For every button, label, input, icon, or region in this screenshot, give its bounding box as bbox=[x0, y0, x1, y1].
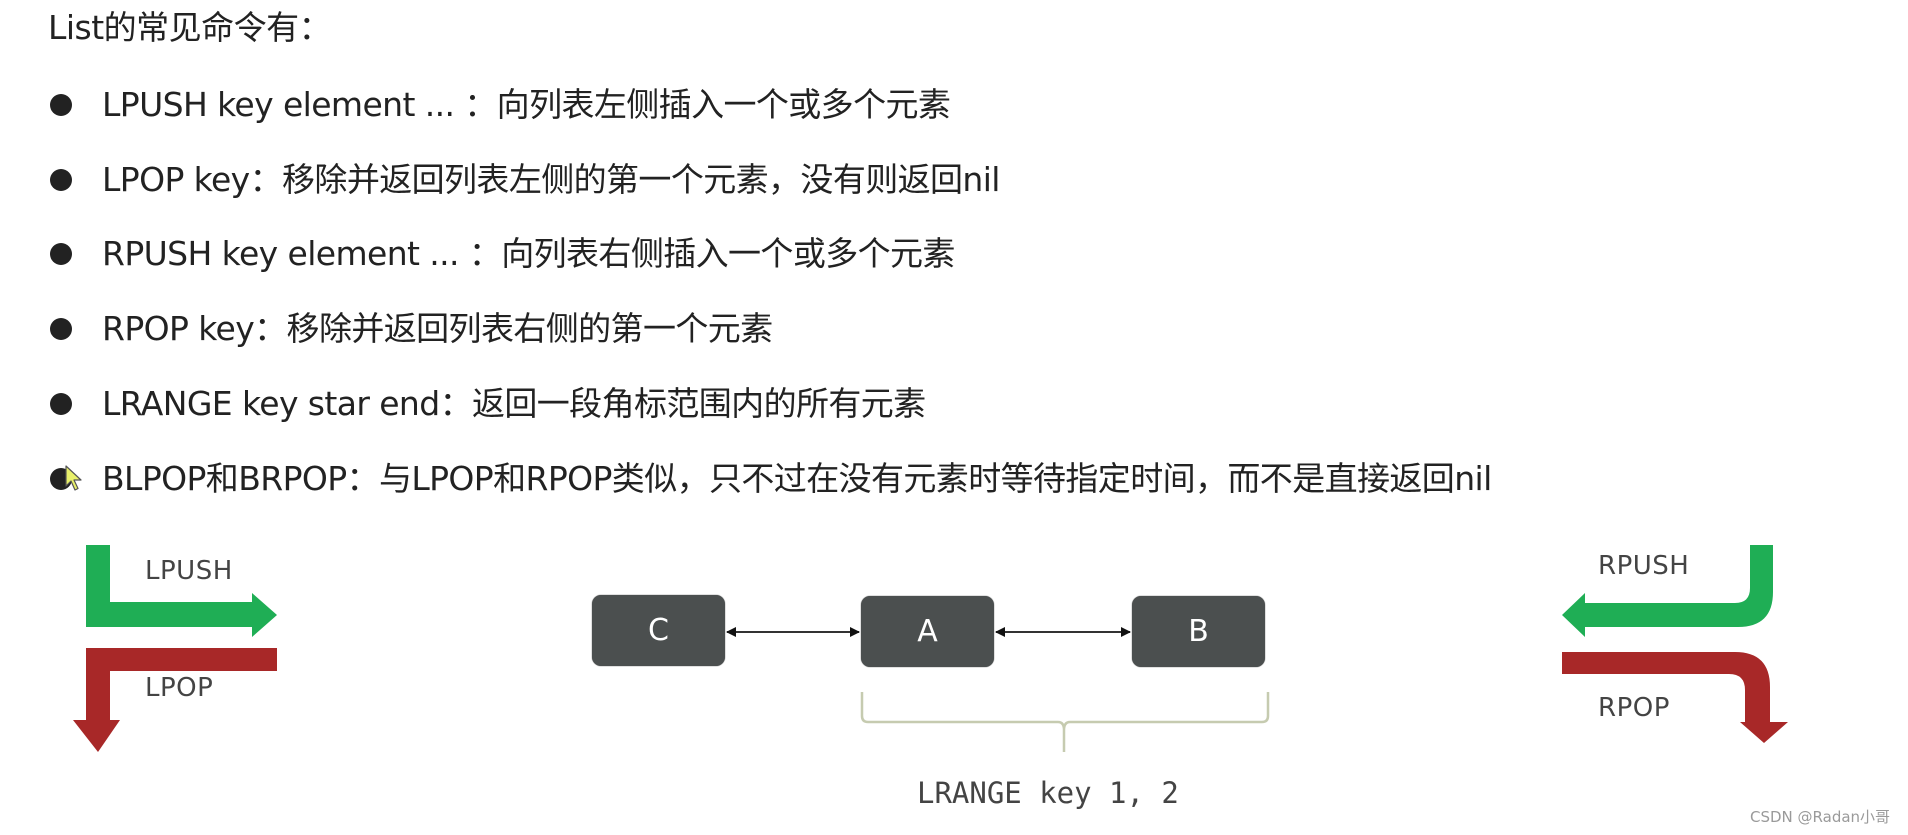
list-node-a: A bbox=[861, 596, 994, 667]
rpop-label: RPOP bbox=[1598, 693, 1670, 723]
command-text: LPUSH key element ... ：向列表左侧插入一个或多个元素 bbox=[102, 85, 951, 124]
command-text: LPOP key：移除并返回列表左侧的第一个元素，没有则返回nil bbox=[102, 160, 1000, 199]
command-item-rpush: RPUSH key element ... ：向列表右侧插入一个或多个元素 bbox=[50, 229, 955, 279]
command-item-rpop: RPOP key：移除并返回列表右侧的第一个元素 bbox=[50, 304, 773, 354]
command-item-blpop-brpop: BLPOP和BRPOP：与LPOP和RPOP类似，只不过在没有元素时等待指定时间… bbox=[50, 454, 1492, 504]
lpush-label: LPUSH bbox=[145, 556, 233, 586]
list-node-c: C bbox=[592, 595, 725, 666]
rpush-arrow-icon bbox=[1562, 545, 1773, 637]
lpop-arrow-icon bbox=[73, 648, 277, 752]
bullet-icon bbox=[50, 393, 72, 415]
lrange-caption: LRANGE key 1, 2 bbox=[917, 776, 1179, 810]
lpush-arrow-icon bbox=[86, 545, 277, 637]
command-text: LRANGE key star end：返回一段角标范围内的所有元素 bbox=[102, 384, 926, 423]
command-item-lpop: LPOP key：移除并返回列表左侧的第一个元素，没有则返回nil bbox=[50, 155, 1000, 205]
command-text: RPOP key：移除并返回列表右侧的第一个元素 bbox=[102, 309, 773, 348]
bullet-icon bbox=[50, 243, 72, 265]
watermark: CSDN @Radan小哥 bbox=[1750, 808, 1891, 826]
command-item-lrange: LRANGE key star end：返回一段角标范围内的所有元素 bbox=[50, 379, 926, 429]
rpop-arrow-icon bbox=[1562, 652, 1788, 743]
bullet-icon bbox=[50, 169, 72, 191]
command-item-lpush: LPUSH key element ... ：向列表左侧插入一个或多个元素 bbox=[50, 80, 951, 130]
page-title: List的常见命令有： bbox=[48, 8, 332, 47]
bullet-icon bbox=[50, 318, 72, 340]
command-text: RPUSH key element ... ：向列表右侧插入一个或多个元素 bbox=[102, 234, 955, 273]
command-text: BLPOP和BRPOP：与LPOP和RPOP类似，只不过在没有元素时等待指定时间… bbox=[102, 459, 1492, 498]
rpush-label: RPUSH bbox=[1598, 551, 1690, 581]
range-brace-icon bbox=[860, 692, 1270, 752]
lpop-label: LPOP bbox=[145, 673, 214, 703]
list-node-b: B bbox=[1132, 596, 1265, 667]
bullet-icon bbox=[50, 94, 72, 116]
mouse-cursor-icon bbox=[65, 465, 82, 491]
